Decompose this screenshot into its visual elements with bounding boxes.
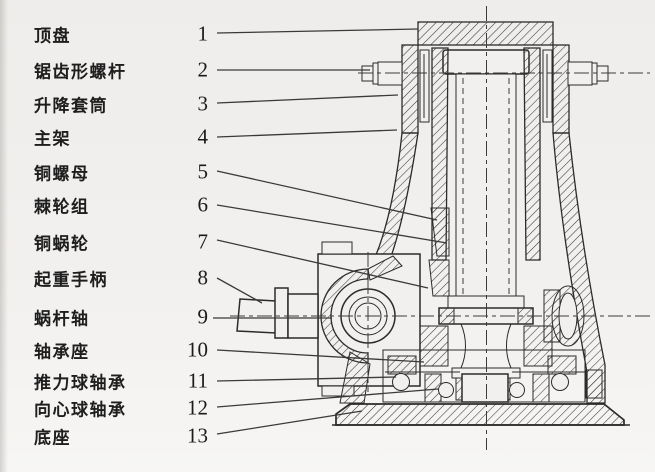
part-number: 13: [187, 423, 208, 448]
part-number: 5: [197, 159, 209, 184]
leader-line: [216, 204, 448, 244]
leader-line: [216, 94, 399, 104]
part-number: 8: [197, 265, 209, 290]
part-number: 11: [187, 368, 208, 393]
screw-tail-hub-shape: [461, 373, 509, 403]
leader-line: [216, 349, 425, 363]
part-label: 向心球轴承: [34, 400, 127, 420]
part-label: 升降套筒: [34, 96, 108, 116]
part-label: 轴承座: [34, 342, 90, 362]
part-label: 锯齿形螺杆: [34, 62, 127, 82]
leader-line: [216, 170, 438, 221]
screw-rod-shape: [438, 73, 534, 325]
page-edge-shadow: [0, 0, 8, 472]
part-label: 铜蜗轮: [34, 234, 90, 254]
leader-line: [216, 277, 263, 304]
leader-line: [216, 239, 429, 289]
leader-line: [216, 388, 439, 408]
part-label: 棘轮组: [34, 197, 90, 217]
lifting-sleeve-shape: [401, 44, 570, 261]
leader-lines: [213, 28, 448, 435]
part-label: 蜗杆轴: [34, 309, 90, 329]
main-frame-shape: [371, 132, 606, 404]
part-label: 底座: [34, 428, 71, 448]
part-number: 9: [197, 304, 209, 329]
part-label: 顶盘: [34, 26, 71, 46]
ratchet-group-shape: [428, 259, 450, 297]
part-number: 6: [197, 192, 209, 217]
part-number: 4: [197, 124, 209, 149]
part-label: 铜螺母: [34, 164, 90, 184]
part-label: 推力球轴承: [34, 373, 127, 393]
base-shape: [332, 403, 630, 426]
top-plate-shape: [417, 21, 554, 46]
part-label: 起重手柄: [34, 270, 108, 290]
part-number: 12: [187, 395, 208, 420]
part-number: 3: [197, 91, 209, 116]
part-label: 主架: [34, 129, 71, 149]
part-number: 10: [187, 337, 208, 362]
leader-line: [216, 376, 397, 382]
leader-line: [216, 129, 398, 138]
part-number: 2: [197, 57, 209, 82]
centerlines: [230, 6, 650, 450]
part-number: 1: [197, 21, 209, 46]
part-number: 7: [197, 229, 209, 254]
leader-line: [216, 410, 363, 435]
leader-line: [216, 28, 419, 34]
